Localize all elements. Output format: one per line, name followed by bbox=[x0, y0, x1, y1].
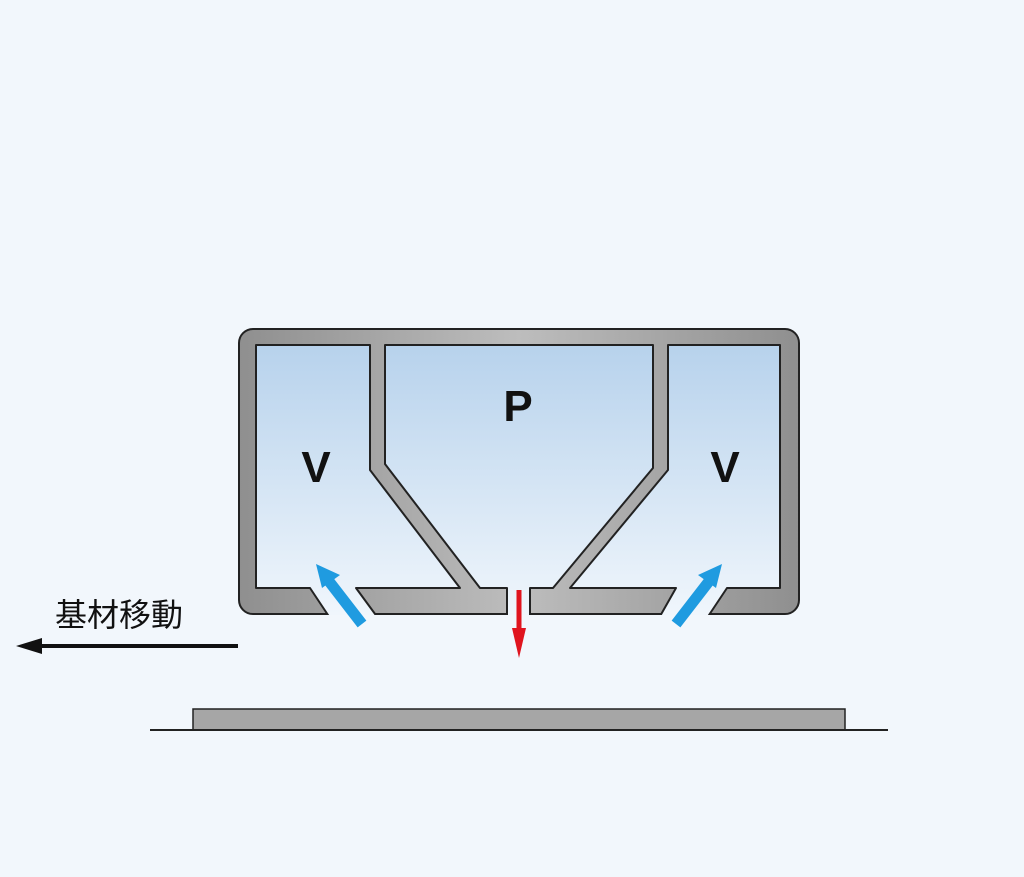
motion-arrow-left-icon bbox=[16, 638, 238, 654]
vacuum-label-right: V bbox=[710, 443, 740, 492]
substrate bbox=[192, 708, 846, 731]
substrate-motion-label: 基材移動 bbox=[55, 596, 183, 634]
discharge-arrow-icon bbox=[512, 590, 526, 658]
pressure-label: P bbox=[503, 382, 532, 431]
suction-arrow-right-icon bbox=[671, 564, 722, 628]
vacuum-chamber-left bbox=[255, 344, 461, 619]
vacuum-label-left: V bbox=[301, 443, 331, 492]
suction-arrow-left-icon bbox=[316, 564, 367, 628]
